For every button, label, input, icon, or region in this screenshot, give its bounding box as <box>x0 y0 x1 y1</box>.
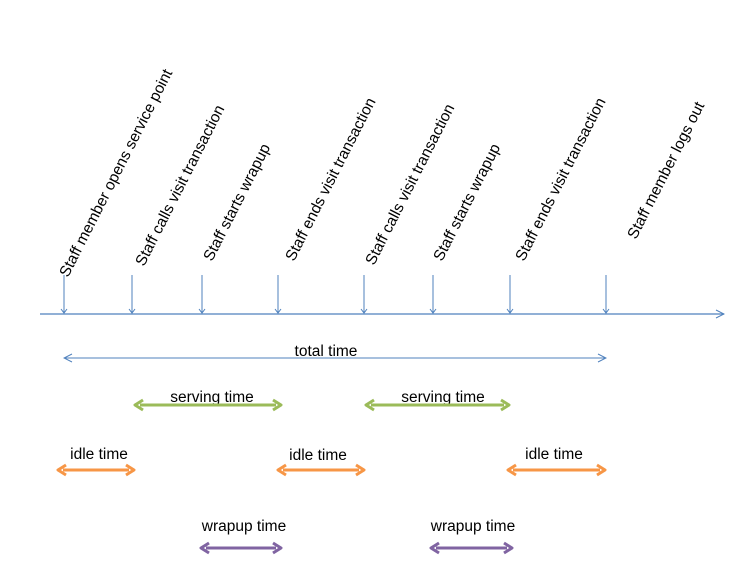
idle-time-arrow <box>506 463 607 477</box>
event-label-opens-service-point: Staff member opens service point <box>56 66 176 280</box>
wrapup-time-arrow <box>429 541 514 555</box>
serving-time-label: serving time <box>401 389 485 406</box>
wrapup-time-arrow <box>199 541 283 555</box>
event-label-starts-wrapup-1: Staff starts wrapup <box>200 141 274 264</box>
serving-time-arrow <box>133 398 283 412</box>
idle-time-label: idle time <box>70 446 128 463</box>
event-label-ends-visit-1: Staff ends visit transaction <box>282 95 379 264</box>
event-labels: Staff member opens service point Staff c… <box>56 66 708 280</box>
event-label-logs-out: Staff member logs out <box>624 99 708 242</box>
idle-time-label: idle time <box>525 446 583 463</box>
event-ticks <box>60 275 610 314</box>
serving-time-spans: serving time serving time <box>133 389 511 412</box>
event-label-ends-visit-2: Staff ends visit transaction <box>512 95 609 264</box>
idle-time-label: idle time <box>289 447 347 464</box>
wrapup-time-spans: wrapup time wrapup time <box>199 518 515 555</box>
wrapup-time-label: wrapup time <box>201 518 286 535</box>
wrapup-time-label: wrapup time <box>430 518 515 535</box>
total-time-label: total time <box>295 343 358 360</box>
idle-time-arrow <box>276 463 366 477</box>
event-label-starts-wrapup-2: Staff starts wrapup <box>430 141 504 264</box>
total-time-span: total time <box>64 343 606 360</box>
idle-time-spans: idle time idle time idle time <box>56 446 607 477</box>
idle-time-arrow <box>56 463 136 477</box>
serving-time-label: serving time <box>170 389 254 406</box>
serving-time-arrow <box>364 398 511 412</box>
